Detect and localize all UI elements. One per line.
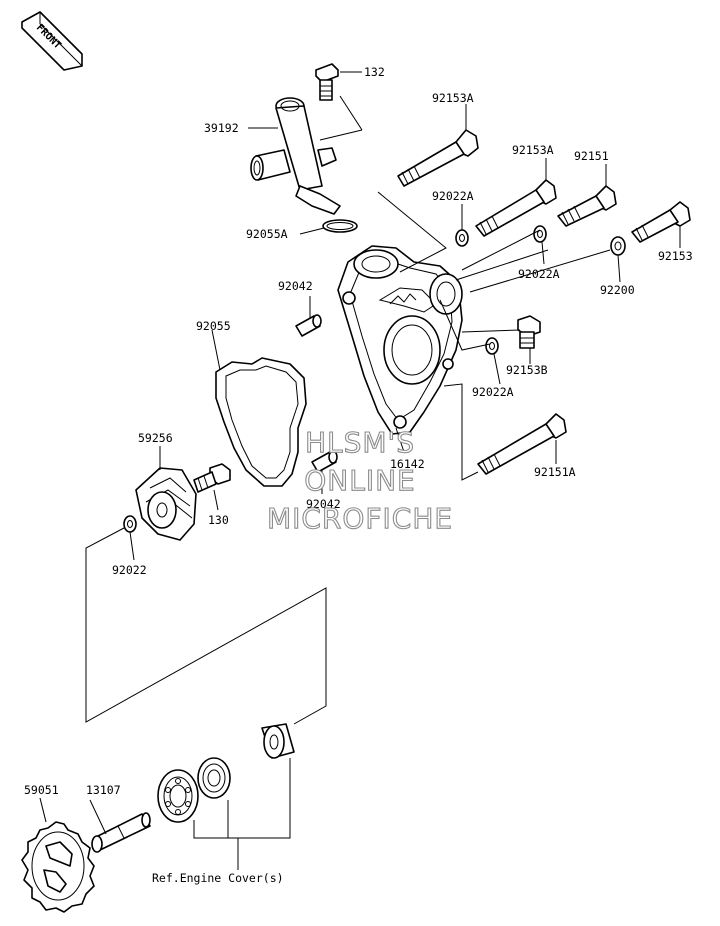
ball-bearing[interactable] <box>157 769 199 823</box>
label-92055A: 92055A <box>246 227 288 241</box>
pump-gear-59051[interactable] <box>21 821 95 913</box>
impeller-59256[interactable] <box>135 467 197 541</box>
leader-lines <box>39 71 681 870</box>
o-ring-92055A[interactable] <box>322 219 358 233</box>
reference-note: Ref.Engine Cover(s) <box>152 871 284 885</box>
label-59256: 59256 <box>138 431 173 445</box>
bolt-130[interactable] <box>193 463 231 493</box>
label-92151A: 92151A <box>534 465 576 479</box>
dowel-pin-92042-upper[interactable] <box>295 314 322 337</box>
watermark-line-2: ONLINE <box>304 464 415 497</box>
label-13107: 13107 <box>86 783 121 797</box>
label-92153B: 92153B <box>506 363 548 377</box>
gasket-92055[interactable] <box>215 357 307 487</box>
label-92042-upper: 92042 <box>278 279 313 293</box>
water-pipe-39192[interactable] <box>250 97 341 215</box>
bolt-132[interactable] <box>315 63 339 101</box>
bolt-92151A[interactable] <box>477 413 567 475</box>
watermark-line-3: MICROFICHE <box>267 502 453 535</box>
label-92042-lower: 92042 <box>306 497 341 511</box>
washer-92022A-lower[interactable] <box>485 337 499 355</box>
oil-seal-cover[interactable] <box>261 723 295 759</box>
label-59051: 59051 <box>24 783 59 797</box>
dowel-pin-92042-lower[interactable] <box>311 450 338 473</box>
label-92153A-middle: 92153A <box>512 143 554 157</box>
mechanical-seal[interactable] <box>197 757 231 799</box>
bolt-92153A-middle[interactable] <box>475 179 557 237</box>
label-39192: 39192 <box>204 121 239 135</box>
label-92153: 92153 <box>658 249 693 263</box>
bolt-92153A-upper[interactable] <box>397 129 479 187</box>
label-92022A-lower: 92022A <box>472 385 514 399</box>
label-92151: 92151 <box>574 149 609 163</box>
bolt-92153B[interactable] <box>517 315 541 349</box>
washer-92022[interactable] <box>123 515 137 533</box>
bolt-92151[interactable] <box>557 185 617 227</box>
label-92200: 92200 <box>600 283 635 297</box>
bolt-92153[interactable] <box>631 201 691 243</box>
water-pump-cover[interactable] <box>337 245 463 435</box>
washer-92200[interactable] <box>610 236 626 256</box>
label-132: 132 <box>364 65 385 79</box>
watermark: HLSM'S ONLINE MICROFICHE <box>266 425 453 535</box>
label-92022: 92022 <box>112 563 147 577</box>
label-92153A-upper: 92153A <box>432 91 474 105</box>
washer-92022A-middle[interactable] <box>533 225 547 243</box>
label-130: 130 <box>208 513 229 527</box>
washer-92022A-upper[interactable] <box>455 229 469 247</box>
front-direction-tag: FRONT <box>21 11 83 71</box>
pump-shaft-13107[interactable] <box>91 812 151 853</box>
label-92022A-middle: 92022A <box>518 267 560 281</box>
part-labels: 132 39192 92153A 92153A 92151 92022A 920… <box>24 65 693 885</box>
watermark-line-1: HLSM'S <box>305 426 415 459</box>
label-92055: 92055 <box>196 319 231 333</box>
label-92022A-upper: 92022A <box>432 189 474 203</box>
label-16142: 16142 <box>390 457 425 471</box>
